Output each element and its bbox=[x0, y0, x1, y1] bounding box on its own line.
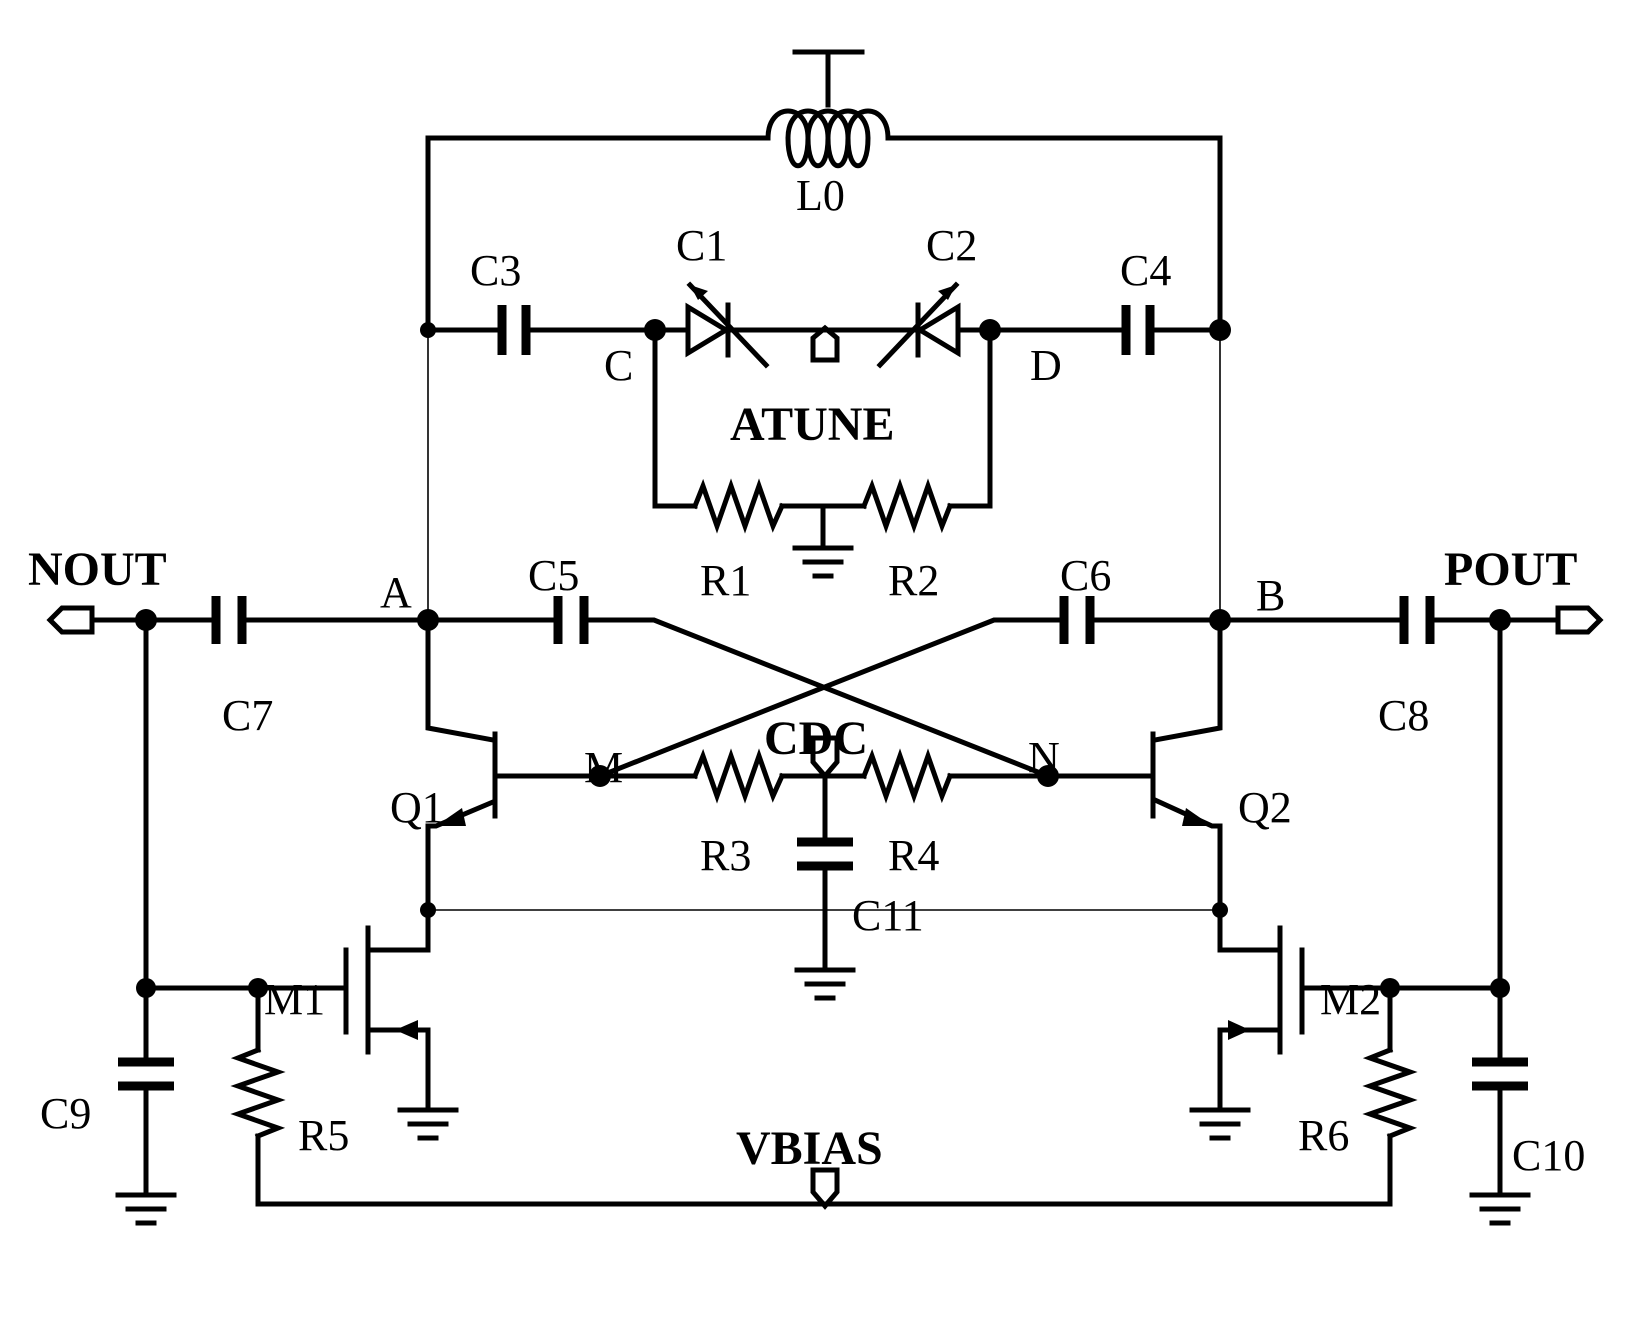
capacitor-C10 bbox=[1472, 988, 1528, 1223]
label-Q1: Q1 bbox=[390, 783, 444, 832]
label-L0: L0 bbox=[796, 171, 845, 220]
label-node-B: B bbox=[1256, 571, 1285, 620]
label-C2: C2 bbox=[926, 221, 977, 270]
vbias-port bbox=[813, 1170, 837, 1206]
mosfet-M2 bbox=[1192, 910, 1500, 1138]
mosfet-M1 bbox=[146, 910, 456, 1138]
varactor-C1 bbox=[688, 285, 766, 365]
pout-port bbox=[1558, 608, 1600, 632]
label-R3: R3 bbox=[700, 831, 751, 880]
capacitor-C9 bbox=[118, 988, 174, 1223]
tank-branch bbox=[428, 285, 1220, 365]
label-node-A: A bbox=[380, 568, 412, 617]
label-node-N: N bbox=[1028, 733, 1060, 782]
label-R5: R5 bbox=[298, 1111, 349, 1160]
nout-output-network bbox=[50, 596, 428, 988]
label-C9: C9 bbox=[40, 1089, 91, 1138]
label-M1: M1 bbox=[264, 975, 325, 1024]
transistor-Q1 bbox=[428, 620, 600, 910]
label-C11: C11 bbox=[852, 891, 924, 940]
varactor-C2 bbox=[880, 285, 958, 365]
nout-port bbox=[50, 608, 92, 632]
label-C7: C7 bbox=[222, 691, 273, 740]
label-C5: C5 bbox=[528, 551, 579, 600]
label-node-D: D bbox=[1030, 341, 1062, 390]
label-C10: C10 bbox=[1512, 1131, 1585, 1180]
label-atune: ATUNE bbox=[730, 398, 894, 451]
label-C1: C1 bbox=[676, 221, 727, 270]
transistor-Q2 bbox=[1048, 620, 1220, 910]
label-R1: R1 bbox=[700, 556, 751, 605]
label-C3: C3 bbox=[470, 246, 521, 295]
label-C6: C6 bbox=[1060, 551, 1111, 600]
label-pout: POUT bbox=[1444, 543, 1577, 596]
label-node-C: C bbox=[604, 341, 633, 390]
label-nout: NOUT bbox=[28, 543, 167, 596]
label-cdc: CDC bbox=[764, 712, 868, 765]
base-bias-network bbox=[600, 738, 1048, 998]
label-R4: R4 bbox=[888, 831, 939, 880]
label-R2: R2 bbox=[888, 556, 939, 605]
label-M2: M2 bbox=[1320, 975, 1381, 1024]
label-C4: C4 bbox=[1120, 246, 1171, 295]
tune-bias-resistors bbox=[655, 330, 990, 576]
atune-port bbox=[813, 328, 837, 360]
label-node-M: M bbox=[584, 743, 623, 792]
label-R6: R6 bbox=[1298, 1111, 1349, 1160]
label-C8: C8 bbox=[1378, 691, 1429, 740]
label-vbias: VBIAS bbox=[736, 1122, 883, 1175]
label-Q2: Q2 bbox=[1238, 783, 1292, 832]
